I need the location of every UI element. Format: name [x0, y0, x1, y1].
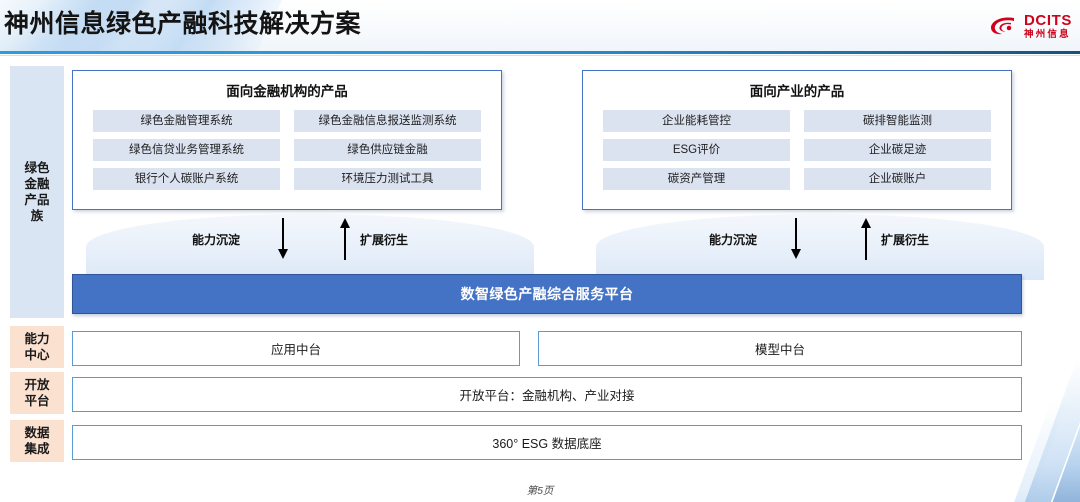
product-item-grid: 绿色金融管理系统 绿色金融信息报送监测系统 绿色信贷业务管理系统 绿色供应链金融… [73, 100, 501, 202]
product-item[interactable]: 环境压力测试工具 [294, 168, 481, 190]
product-item[interactable]: 绿色金融管理系统 [93, 110, 280, 132]
data-integration-row[interactable]: 360° ESG 数据底座 [72, 425, 1022, 460]
product-item[interactable]: 银行个人碳账户系统 [93, 168, 280, 190]
arrow-down-icon [791, 218, 801, 259]
product-group-title: 面向金融机构的产品 [226, 84, 348, 99]
product-group-financial-institutions: 面向金融机构的产品 绿色金融管理系统 绿色金融信息报送监测系统 绿色信贷业务管理… [72, 70, 502, 210]
product-item[interactable]: 绿色供应链金融 [294, 139, 481, 161]
rowbox-label: 应用中台 [270, 343, 321, 357]
rowbox-label: 开放平台：金融机构、产业对接 [459, 389, 635, 403]
sidebar-label: 绿色 金融 产品 族 [24, 161, 50, 223]
product-group-industry: 面向产业的产品 企业能耗管控 碳排智能监测 ESG评价 企业碳足迹 碳资产管理 … [582, 70, 1012, 210]
product-group-title: 面向产业的产品 [749, 84, 845, 99]
header-divider-shadow [0, 55, 1080, 56]
product-item[interactable]: ESG评价 [603, 139, 790, 161]
flow-label-expansion-derivation: 扩展衍生 [360, 233, 409, 247]
sidebar-item-capability-center[interactable]: 能力 中心 [10, 326, 64, 368]
slide-header: 神州信息绿色产融科技解决方案 DCITS 神州信息 [0, 0, 1080, 54]
product-item[interactable]: 绿色金融信息报送监测系统 [294, 110, 481, 132]
rowbox-label: 360° ESG 数据底座 [492, 437, 602, 451]
product-item[interactable]: 企业碳足迹 [804, 139, 991, 161]
capability-center-application-midend[interactable]: 应用中台 [72, 331, 520, 366]
flow-hill-left [86, 214, 534, 280]
arrow-up-icon [340, 218, 350, 260]
rowbox-label: 模型中台 [754, 343, 805, 357]
logo-text-en: DCITS [1024, 11, 1072, 29]
arrow-up-icon [861, 218, 871, 260]
product-item[interactable]: 碳资产管理 [603, 168, 790, 190]
page-number: 第5页 [526, 485, 554, 497]
arrow-down-icon [278, 218, 288, 259]
platform-label: 数智绿色产融综合服务平台 [460, 286, 634, 302]
product-item[interactable]: 企业碳账户 [804, 168, 991, 190]
flow-label-capability-precipitation: 能力沉淀 [709, 233, 758, 247]
product-item[interactable]: 绿色信贷业务管理系统 [93, 139, 280, 161]
sidebar-item-green-finance-products[interactable]: 绿色 金融 产品 族 [10, 66, 64, 318]
sidebar-item-data-integration[interactable]: 数据 集成 [10, 420, 64, 462]
logo-text-cn: 神州信息 [1024, 28, 1071, 40]
header-divider [0, 51, 1080, 54]
open-platform-row[interactable]: 开放平台：金融机构、产业对接 [72, 377, 1022, 412]
product-item[interactable]: 企业能耗管控 [603, 110, 790, 132]
sidebar-label: 能力 中心 [24, 332, 50, 362]
sidebar-label: 数据 集成 [24, 426, 50, 456]
sidebar-item-open-platform[interactable]: 开放 平台 [10, 372, 64, 414]
product-item-grid: 企业能耗管控 碳排智能监测 ESG评价 企业碳足迹 碳资产管理 企业碳账户 [583, 100, 1011, 202]
flow-hill-right [596, 214, 1044, 280]
dcits-swirl-icon [990, 17, 1014, 35]
flow-label-expansion-derivation: 扩展衍生 [881, 233, 930, 247]
capability-center-model-midend[interactable]: 模型中台 [538, 331, 1022, 366]
product-item[interactable]: 碳排智能监测 [804, 110, 991, 132]
sidebar-label: 开放 平台 [24, 378, 50, 408]
platform-bar[interactable]: 数智绿色产融综合服务平台 [72, 274, 1022, 314]
brand-logo: DCITS 神州信息 [989, 6, 1072, 46]
flow-label-capability-precipitation: 能力沉淀 [192, 233, 241, 247]
page-title: 神州信息绿色产融科技解决方案 [4, 10, 362, 38]
